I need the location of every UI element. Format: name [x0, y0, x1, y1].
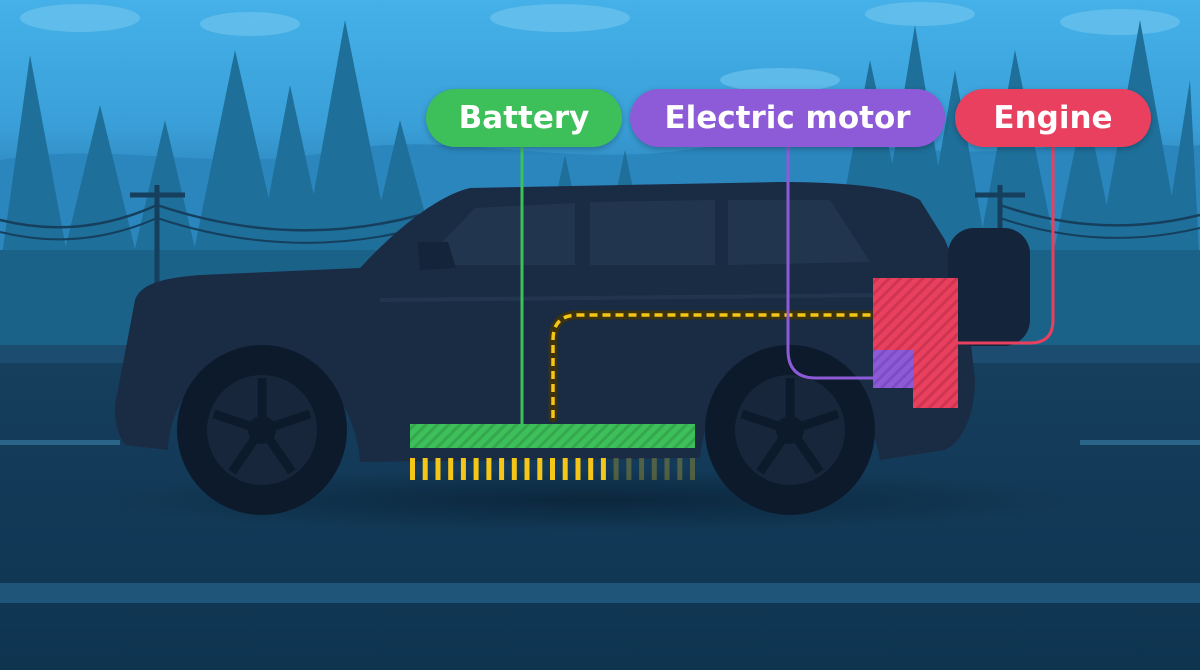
charge-bar [499, 458, 505, 480]
road-dash [0, 440, 120, 445]
charge-bar [460, 458, 466, 480]
charge-bar [524, 458, 530, 480]
electric-motor-label: Electric motor [630, 89, 945, 147]
rear-wheel [705, 345, 875, 515]
motor-leader-line [786, 147, 873, 380]
spare-tire [948, 228, 1030, 346]
charge-bar [651, 458, 657, 480]
front-wheel [177, 345, 347, 515]
charge-bar [562, 458, 568, 480]
battery-charge-meter [410, 458, 695, 480]
electric-motor-block-icon [873, 350, 913, 388]
battery-pack-icon [410, 424, 695, 448]
charge-bar [690, 458, 695, 480]
charge-bar [435, 458, 441, 480]
charge-bar [664, 458, 670, 480]
charge-bar [473, 458, 479, 480]
charge-bar [537, 458, 543, 480]
charge-bar [550, 458, 555, 480]
engine-leader-line [958, 147, 1055, 345]
charge-bar [448, 458, 454, 480]
charge-bar [422, 458, 428, 480]
charge-bar [613, 458, 619, 480]
charge-bar [677, 458, 683, 480]
battery-label: Battery [426, 89, 622, 147]
energy-flow-path [551, 313, 872, 418]
charge-bar [626, 458, 632, 480]
charge-bar [639, 458, 645, 480]
charge-bar [588, 458, 594, 480]
road-dash [1080, 440, 1200, 445]
charge-bar [486, 458, 492, 480]
suv-silhouette [114, 182, 1030, 462]
charge-bar [600, 458, 606, 480]
charge-bar [575, 458, 581, 480]
clouds [20, 2, 1180, 92]
road-stripe [0, 583, 1200, 603]
charge-bar [410, 458, 415, 480]
engine-label: Engine [955, 89, 1151, 147]
engine-block-icon [873, 278, 958, 408]
charge-bar [511, 458, 517, 480]
